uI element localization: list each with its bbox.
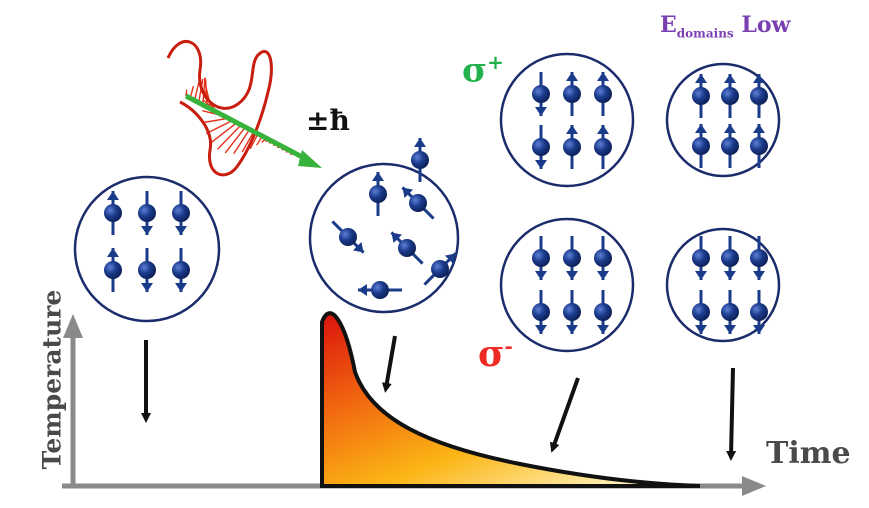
spin-down: [172, 191, 190, 235]
x-axis-label: Time: [766, 436, 851, 471]
spin-w: [358, 281, 402, 299]
spin-up: [563, 125, 581, 169]
light-pulse-icon: [166, 40, 322, 177]
spin-up: [692, 124, 710, 168]
energy-domains-label: Edomains Low: [660, 12, 791, 41]
spin-down: [172, 248, 190, 292]
domain-circle: [665, 227, 781, 343]
spin-up: [369, 172, 387, 216]
spin-up: [104, 248, 122, 292]
spin-up: [563, 72, 581, 116]
domain-circle: [499, 52, 635, 188]
spin-down: [721, 290, 739, 334]
spin-up: [594, 72, 612, 116]
spin-up: [692, 74, 710, 118]
spin-ne: [423, 252, 457, 286]
spin-down: [721, 236, 739, 280]
temperature-pulse: [320, 311, 701, 488]
arrow-disordered: [381, 335, 397, 393]
spin-up: [411, 138, 429, 182]
domains: [73, 52, 781, 353]
propagation-axis: [184, 93, 310, 163]
spin-down: [750, 236, 768, 280]
spin-se: [331, 220, 365, 254]
sigma-plus-domain-2: [665, 62, 781, 178]
spin-down: [532, 125, 550, 169]
sigma-plus-label: σ+: [462, 50, 504, 91]
spin-down: [532, 236, 550, 280]
spin-down: [532, 72, 550, 116]
spin-up: [104, 191, 122, 235]
spin-down: [138, 248, 156, 292]
spin-down: [563, 290, 581, 334]
spin-up: [750, 124, 768, 168]
arrow-sigma: [549, 377, 580, 453]
spin-up: [721, 74, 739, 118]
sigma-minus-label: σ-: [478, 333, 513, 375]
spin-down: [750, 290, 768, 334]
time-arrows: [141, 335, 737, 461]
spin-nw: [401, 186, 435, 220]
spin-up: [721, 124, 739, 168]
domain-circle: [499, 217, 635, 353]
spin-up: [750, 74, 768, 118]
spin-down: [138, 191, 156, 235]
spin-down: [594, 290, 612, 334]
y-axis-arrowhead: [63, 314, 83, 338]
initial-domain: [73, 175, 221, 323]
spin-down: [563, 236, 581, 280]
spin-nw: [390, 231, 424, 265]
spin-down: [594, 236, 612, 280]
y-axis-label: Temperature: [37, 289, 67, 470]
sigma-plus-domain-1: [499, 52, 635, 188]
spin-up: [594, 125, 612, 169]
spin-down: [692, 236, 710, 280]
spin-down: [692, 290, 710, 334]
sigma-minus-domain-2: [665, 227, 781, 343]
x-axis-arrowhead: [742, 476, 766, 496]
spin-down: [532, 290, 550, 334]
sigma-minus-domain-1: [499, 217, 635, 353]
disordered-domain: [308, 138, 460, 314]
angular-momentum-label: ±ħ: [306, 104, 350, 137]
arrow-late: [726, 367, 737, 461]
